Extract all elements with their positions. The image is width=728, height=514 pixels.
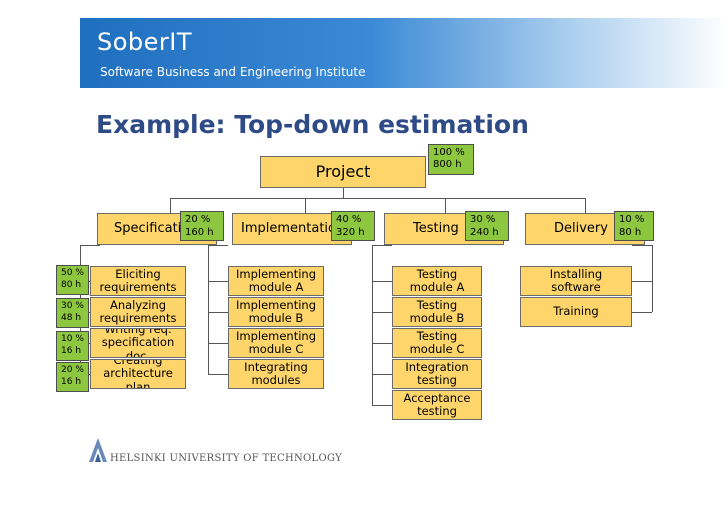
project-hours: 800 h: [428, 157, 474, 175]
project-box: Project: [260, 156, 426, 188]
slide-title: Example: Top-down estimation: [96, 110, 529, 139]
brand-title: SoberIT: [97, 28, 193, 56]
eliciting-badge: 50 % 80 h: [56, 265, 89, 295]
footer-university: HELSINKI UNIVERSITY OF TECHNOLOGY: [110, 453, 342, 464]
testing-badge: 30 % 240 h: [465, 211, 509, 241]
creating-badge: 20 % 16 h: [56, 362, 89, 392]
university-logo-icon: [86, 436, 110, 468]
task-installing-software: Installing software: [520, 266, 632, 296]
brand-subtitle: Software Business and Engineering Instit…: [100, 65, 366, 79]
specification-badge: 20 % 160 h: [180, 211, 224, 241]
task-creating-architecture: Creating architecture plan: [90, 359, 186, 389]
task-testing-module-a: Testing module A: [392, 266, 482, 296]
task-implementing-module-b: Implementing module B: [228, 297, 324, 327]
task-writing-spec: Writing req. specification doc.: [90, 328, 186, 358]
delivery-badge: 10 % 80 h: [614, 211, 654, 241]
task-acceptance-testing: Acceptance testing: [392, 390, 482, 420]
task-integrating-modules: Integrating modules: [228, 359, 324, 389]
analyzing-badge: 30 % 48 h: [56, 298, 89, 328]
header-banner: [80, 18, 728, 88]
task-analyzing-requirements: Analyzing requirements: [90, 297, 186, 327]
task-implementing-module-c: Implementing module C: [228, 328, 324, 358]
task-implementing-module-a: Implementing module A: [228, 266, 324, 296]
task-training: Training: [520, 297, 632, 327]
task-eliciting-requirements: Eliciting requirements: [90, 266, 186, 296]
task-testing-module-c: Testing module C: [392, 328, 482, 358]
implementation-badge: 40 % 320 h: [331, 211, 375, 241]
writing-badge: 10 % 16 h: [56, 331, 89, 361]
task-integration-testing: Integration testing: [392, 359, 482, 389]
task-testing-module-b: Testing module B: [392, 297, 482, 327]
